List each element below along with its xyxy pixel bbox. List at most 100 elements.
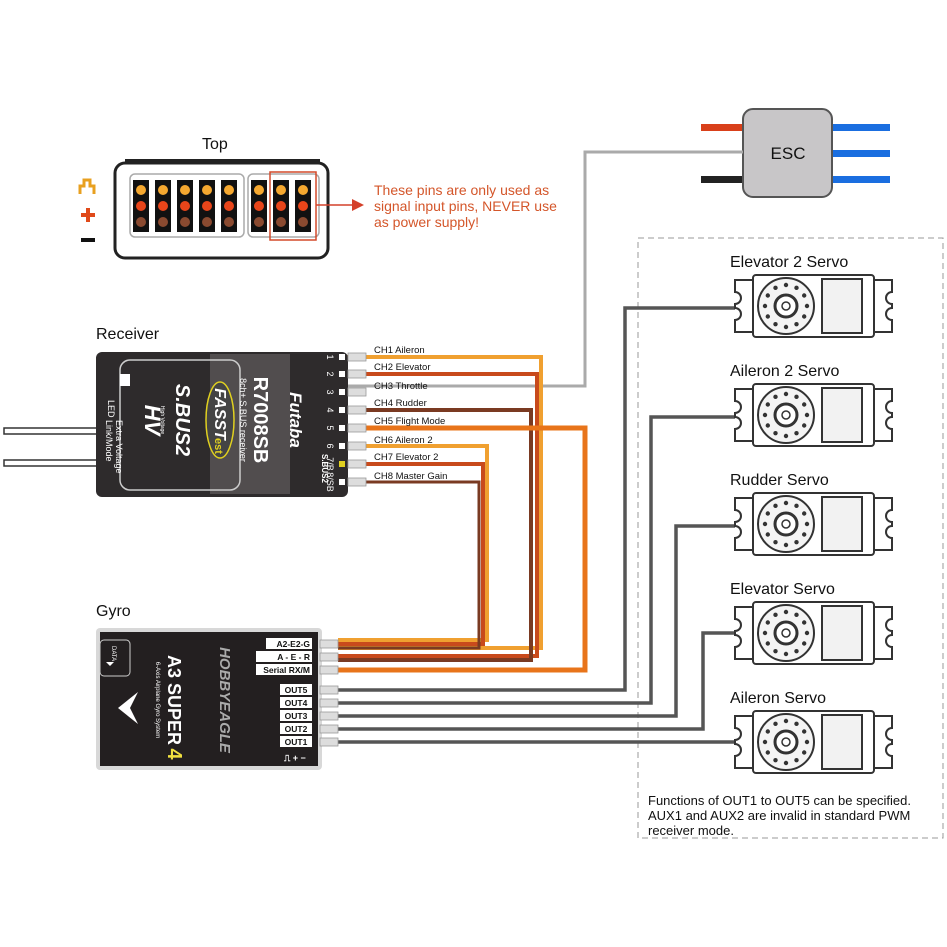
servo-tab-left bbox=[734, 497, 754, 551]
led-label: LED bbox=[106, 400, 116, 418]
gyro-input-port-label: A - E - R bbox=[277, 652, 310, 662]
gyro-output-connector[interactable] bbox=[319, 737, 339, 747]
receiver-port-connector[interactable] bbox=[347, 405, 367, 415]
pin bbox=[202, 201, 212, 211]
receiver-port-number: 2 bbox=[325, 371, 335, 376]
servo-tab-right bbox=[873, 606, 893, 660]
gyro-output-connector[interactable] bbox=[319, 685, 339, 695]
receiver-port-led bbox=[339, 389, 345, 395]
gyro-output-connector[interactable] bbox=[319, 711, 339, 721]
channel-label: CH6 Aileron 2 bbox=[374, 435, 433, 446]
gyro-input-connector[interactable] bbox=[319, 639, 339, 649]
gyro-output-port-label-box bbox=[280, 723, 312, 734]
receiver-port-connector[interactable] bbox=[347, 441, 367, 451]
pin bbox=[254, 185, 264, 195]
receiver-port-led bbox=[339, 443, 345, 449]
sbus2-port-label: S.BUS2 bbox=[320, 454, 329, 483]
servo: Rudder Servo bbox=[730, 472, 893, 556]
gyro-input-connector[interactable] bbox=[319, 652, 339, 662]
gyro-output-connector[interactable] bbox=[319, 698, 339, 708]
pin bbox=[136, 217, 146, 227]
pin bbox=[180, 217, 190, 227]
receiver-port-number: 4 bbox=[325, 407, 335, 412]
motor-wire-b bbox=[830, 150, 890, 157]
highlight-box bbox=[269, 171, 317, 241]
fasst-logo-ellipse bbox=[205, 381, 235, 459]
gyro-input-port-label-box bbox=[256, 651, 312, 662]
servo-tab-right bbox=[873, 715, 893, 769]
top-pin-header bbox=[133, 180, 311, 232]
pin-column bbox=[199, 180, 215, 232]
receiver-port-connector[interactable] bbox=[347, 387, 367, 397]
top-title: Top bbox=[202, 136, 228, 153]
receiver-port-connector[interactable] bbox=[347, 459, 367, 469]
esc-label: ESC bbox=[771, 144, 806, 163]
receiver-port-led bbox=[339, 479, 345, 485]
pin bbox=[298, 185, 308, 195]
gyro-input-connector[interactable] bbox=[319, 665, 339, 675]
pin-column bbox=[221, 180, 237, 232]
gyro-output-port-label: OUT1 bbox=[285, 737, 308, 747]
receiver-brand: Futaba bbox=[286, 392, 305, 448]
data-port-outline bbox=[99, 639, 131, 677]
note: Functions of OUT1 to OUT5 can be specifi… bbox=[648, 793, 911, 838]
gyro-output-port-label-box bbox=[280, 736, 312, 747]
gyro-output-port-label: OUT4 bbox=[285, 698, 308, 708]
receiver-port-number: 8/SB bbox=[325, 472, 335, 492]
pin bbox=[180, 201, 190, 211]
data-port-label: DATA bbox=[110, 646, 116, 661]
servo-window bbox=[821, 278, 863, 334]
receiver: Receiver R7008SB 8ch+ S.BUS receiver Fut… bbox=[3, 326, 367, 497]
fasst-logo: FASST bbox=[211, 388, 228, 441]
gyro-label: Gyro bbox=[96, 603, 131, 620]
pin bbox=[136, 185, 146, 195]
pin-column bbox=[177, 180, 193, 232]
gyro-output-port-label-box bbox=[280, 684, 312, 695]
gyro-output-connector[interactable] bbox=[319, 724, 339, 734]
pin bbox=[158, 217, 168, 227]
receiver-port-connector[interactable] bbox=[347, 423, 367, 433]
receiver-port-connector[interactable] bbox=[347, 352, 367, 362]
gyro-input-port-label: Serial RX/M bbox=[263, 665, 310, 675]
wire-ch7-elevator2 bbox=[338, 462, 485, 646]
pin bbox=[276, 217, 286, 227]
gyro-model-num: 4 bbox=[163, 748, 185, 760]
motor-wire-c bbox=[830, 176, 890, 183]
servo-label: Elevator 2 Servo bbox=[730, 254, 848, 271]
pin bbox=[202, 217, 212, 227]
gyro-input-port-label-box bbox=[256, 664, 312, 675]
arrow-down-icon bbox=[106, 662, 114, 666]
servo-tab-right bbox=[873, 279, 893, 333]
hv-label: HV bbox=[140, 405, 165, 438]
receiver-port-connector[interactable] bbox=[347, 477, 367, 487]
plus-icon bbox=[81, 208, 95, 222]
servo-window bbox=[821, 387, 863, 443]
esc-black-wire bbox=[701, 176, 745, 183]
note-line-1: Functions of OUT1 to OUT5 can be specifi… bbox=[648, 793, 911, 808]
warning-line-3: as power supply! bbox=[374, 214, 479, 230]
gyro-input-port-label-box bbox=[266, 638, 312, 649]
gyro-output-port-label-box bbox=[280, 697, 312, 708]
wire-ch2-elevator bbox=[338, 372, 539, 658]
receiver-port-number: 7/B bbox=[325, 457, 335, 471]
wire-ch4-rudder bbox=[338, 408, 533, 662]
receiver-port-led bbox=[339, 407, 345, 413]
wire-out3 bbox=[338, 524, 735, 718]
pin-column bbox=[155, 180, 171, 232]
receiver-port-led bbox=[339, 461, 345, 467]
wire-out2 bbox=[338, 631, 735, 731]
antenna-2 bbox=[3, 459, 100, 467]
receiver-port-connector[interactable] bbox=[347, 369, 367, 379]
receiver-port-led bbox=[339, 371, 345, 377]
pin bbox=[276, 185, 286, 195]
esc-red-wire bbox=[701, 124, 745, 131]
servo-label: Elevator Servo bbox=[730, 581, 835, 598]
minus-icon bbox=[81, 238, 95, 242]
pin bbox=[224, 185, 234, 195]
servo-label: Aileron Servo bbox=[730, 690, 826, 707]
servo-window bbox=[821, 605, 863, 661]
